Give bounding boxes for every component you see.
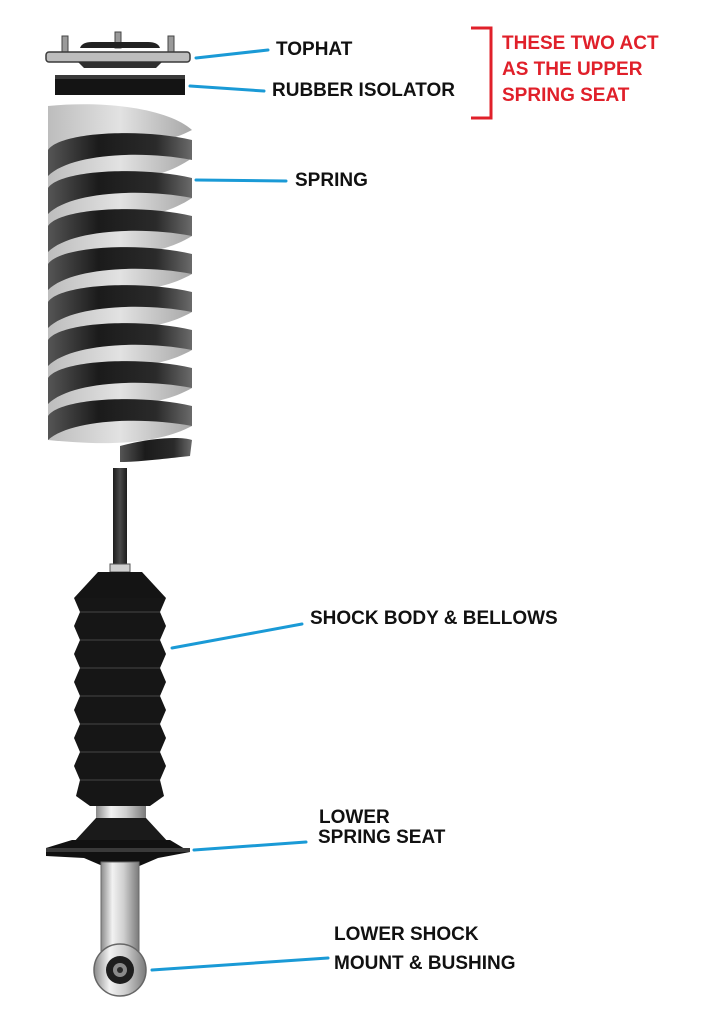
label-tophat: TOPHAT bbox=[276, 39, 353, 60]
bracket-upper-spring-seat bbox=[471, 26, 493, 120]
leader-line-lower-mount bbox=[150, 956, 330, 972]
leader-line-rubber-isolator bbox=[188, 84, 266, 93]
tophat-part bbox=[45, 31, 191, 68]
lower-spring-seat-part bbox=[46, 818, 190, 870]
spring-part bbox=[48, 104, 192, 462]
upper-spring-seat-note: THESE TWO ACT AS THE UPPER SPRING SEAT bbox=[502, 31, 659, 109]
leader-line-lower-spring-seat bbox=[192, 840, 308, 852]
label-lower-spring-seat-line1: LOWER bbox=[319, 807, 390, 828]
label-lower-spring-seat-line2: SPRING SEAT bbox=[318, 827, 446, 848]
note-line-1: THESE TWO ACT bbox=[502, 33, 659, 54]
shock-bellows-part bbox=[74, 563, 166, 818]
leader-line-spring bbox=[194, 178, 288, 183]
rubber-isolator-part bbox=[55, 75, 185, 95]
leader-line-shock-body bbox=[170, 622, 304, 650]
shock-shaft bbox=[113, 468, 127, 568]
lower-shock-mount-part bbox=[93, 861, 147, 997]
note-line-2: AS THE UPPER bbox=[502, 59, 643, 80]
label-lower-mount-line1: LOWER SHOCK bbox=[334, 924, 479, 945]
leader-line-tophat bbox=[194, 48, 270, 60]
leader-lines bbox=[150, 48, 330, 972]
note-line-3: SPRING SEAT bbox=[502, 85, 630, 106]
label-rubber-isolator: RUBBER ISOLATOR bbox=[272, 80, 455, 101]
label-spring: SPRING bbox=[295, 170, 368, 191]
label-lower-mount-line2: MOUNT & BUSHING bbox=[334, 953, 516, 974]
label-shock-body-bellows: SHOCK BODY & BELLOWS bbox=[310, 608, 558, 629]
